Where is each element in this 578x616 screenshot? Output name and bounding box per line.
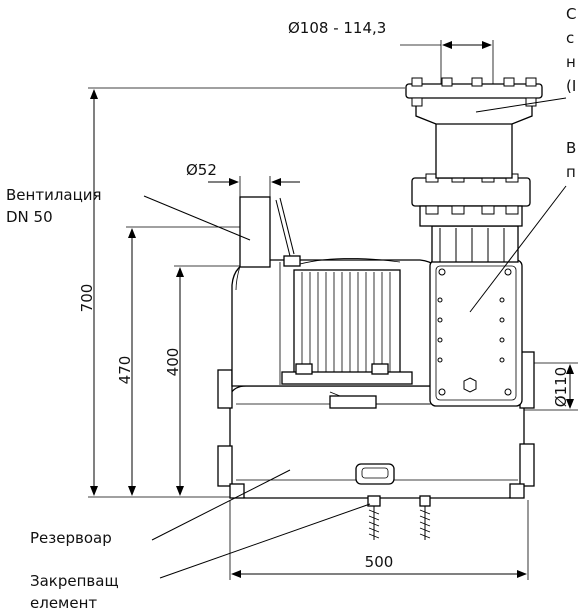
flange-note-line2: с — [566, 29, 574, 47]
dimension-500: 500 — [229, 500, 529, 580]
fixing-leader — [159, 503, 371, 579]
discharge-pipe — [405, 77, 543, 263]
height-700-label: 700 — [78, 284, 96, 313]
flange-note-line3: н — [566, 53, 576, 71]
flange-diameter-label: Ø108 - 114,3 — [288, 19, 386, 37]
pump-station — [217, 77, 543, 540]
fixing-anchors — [367, 495, 431, 540]
inspection-leader — [469, 185, 567, 313]
tank-leader — [151, 469, 291, 541]
height-400-label: 400 — [164, 348, 182, 377]
inspection-plate — [429, 259, 523, 407]
fixing-label-line2: елемент — [30, 594, 97, 612]
vent-label-line2: DN 50 — [6, 208, 53, 226]
tank-label: Резервоар — [30, 529, 112, 547]
motor — [281, 269, 413, 385]
fixing-label-line1: Закрепващ — [30, 572, 119, 590]
width-500-label: 500 — [365, 553, 394, 571]
dimension-400: 400 — [164, 265, 290, 496]
height-470-label: 470 — [116, 356, 134, 385]
flange-note-line1: С — [566, 5, 576, 23]
inspection-note-line1: В — [566, 139, 576, 157]
dimension-flange-diameter: Ø108 - 114,3 — [288, 19, 494, 86]
vent-pipe — [239, 196, 271, 268]
dimension-470: 470 — [116, 226, 240, 496]
bottom-handle — [355, 463, 395, 485]
vent-leader — [143, 195, 251, 241]
inspection-note-line2: п — [566, 163, 576, 181]
side-inlet-label: Ø110 — [552, 367, 570, 407]
flange-leader — [475, 97, 567, 113]
vent-label-line1: Вентилация — [6, 186, 102, 204]
dimension-700: 700 — [78, 87, 405, 498]
vent-diameter-label: Ø52 — [186, 161, 217, 179]
flange-note-line4: (I — [566, 77, 576, 95]
